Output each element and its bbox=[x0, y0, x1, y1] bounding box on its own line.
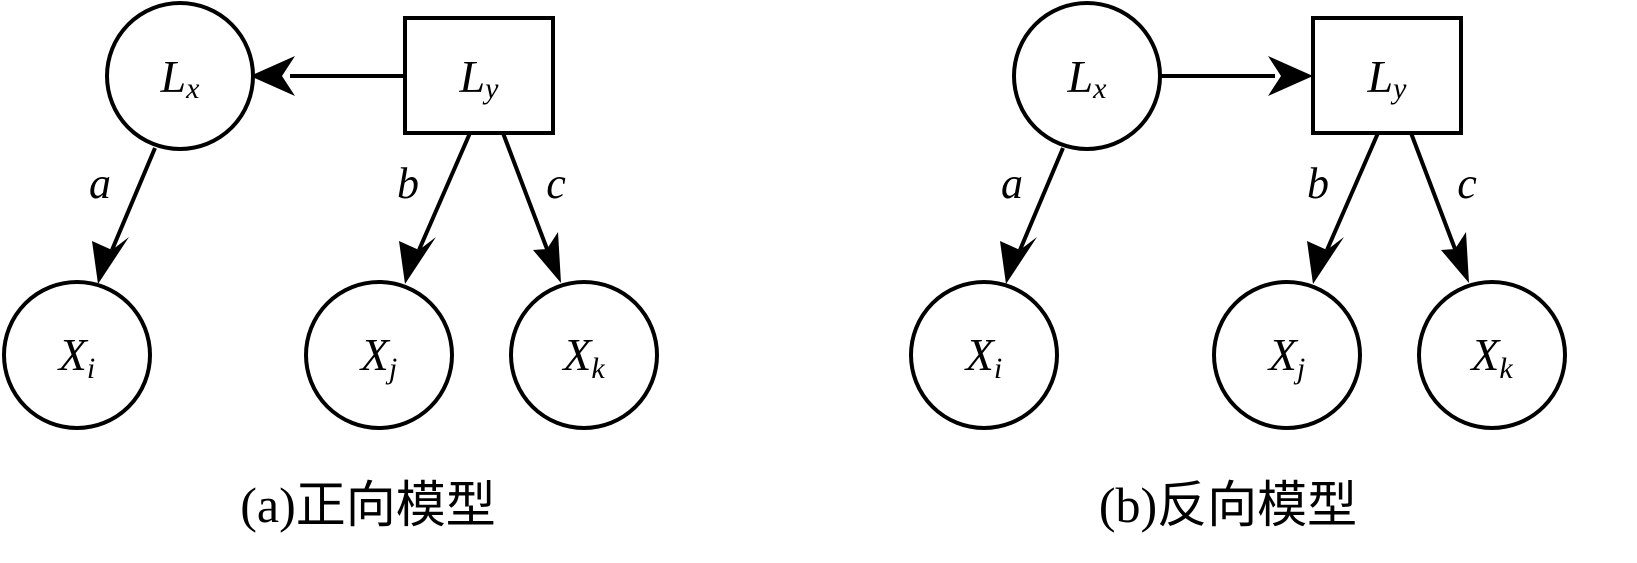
edge-ly-to-xj bbox=[399, 132, 472, 284]
edge-label-a: a bbox=[1001, 159, 1023, 208]
edge-ly-to-xk bbox=[1409, 132, 1469, 283]
edge-label-c: c bbox=[1457, 159, 1477, 208]
edge-lx-to-ly bbox=[1160, 56, 1313, 96]
svg-text:Xj: Xj bbox=[359, 329, 397, 385]
node-xi: Xi bbox=[2, 280, 152, 430]
node-xj: Xj bbox=[304, 280, 454, 430]
edge-lx-to-xi bbox=[92, 147, 157, 284]
panel-caption: (b)反向模型 bbox=[1099, 477, 1357, 533]
edge-label-b: b bbox=[397, 159, 419, 208]
edge-label-b: b bbox=[1307, 159, 1329, 208]
svg-text:Lx: Lx bbox=[160, 51, 201, 105]
node-xk: Xk bbox=[509, 280, 659, 430]
edge-label-a: a bbox=[89, 159, 111, 208]
svg-text:Ly: Ly bbox=[459, 51, 500, 105]
node-xj: Xj bbox=[1212, 280, 1362, 430]
node-xk: Xk bbox=[1417, 280, 1567, 430]
node-xi: Xi bbox=[909, 280, 1059, 430]
edge-label-c: c bbox=[546, 159, 566, 208]
svg-text:Xk: Xk bbox=[1469, 329, 1513, 385]
node-lx: Lx bbox=[1012, 1, 1162, 151]
svg-text:Lx: Lx bbox=[1067, 51, 1108, 105]
svg-text:Xi: Xi bbox=[57, 329, 95, 385]
svg-text:Ly: Ly bbox=[1367, 51, 1408, 105]
edge-lx-to-xi bbox=[1000, 147, 1065, 284]
node-lx: Lx bbox=[105, 1, 255, 151]
edge-ly-to-xk bbox=[501, 132, 561, 283]
svg-text:Xk: Xk bbox=[561, 329, 605, 385]
panel-reverse-model: Lx Ly Xi Xj Xk a b bbox=[909, 1, 1567, 533]
panel-forward-model: Lx Ly Xi Xj Xk a b bbox=[2, 1, 659, 533]
edge-ly-to-lx bbox=[250, 56, 405, 96]
node-ly: Ly bbox=[1311, 16, 1463, 135]
panel-caption: (a)正向模型 bbox=[240, 477, 496, 533]
svg-text:Xj: Xj bbox=[1267, 329, 1305, 385]
edge-ly-to-xj bbox=[1307, 132, 1380, 284]
svg-text:Xi: Xi bbox=[964, 329, 1002, 385]
node-ly: Ly bbox=[403, 16, 555, 135]
